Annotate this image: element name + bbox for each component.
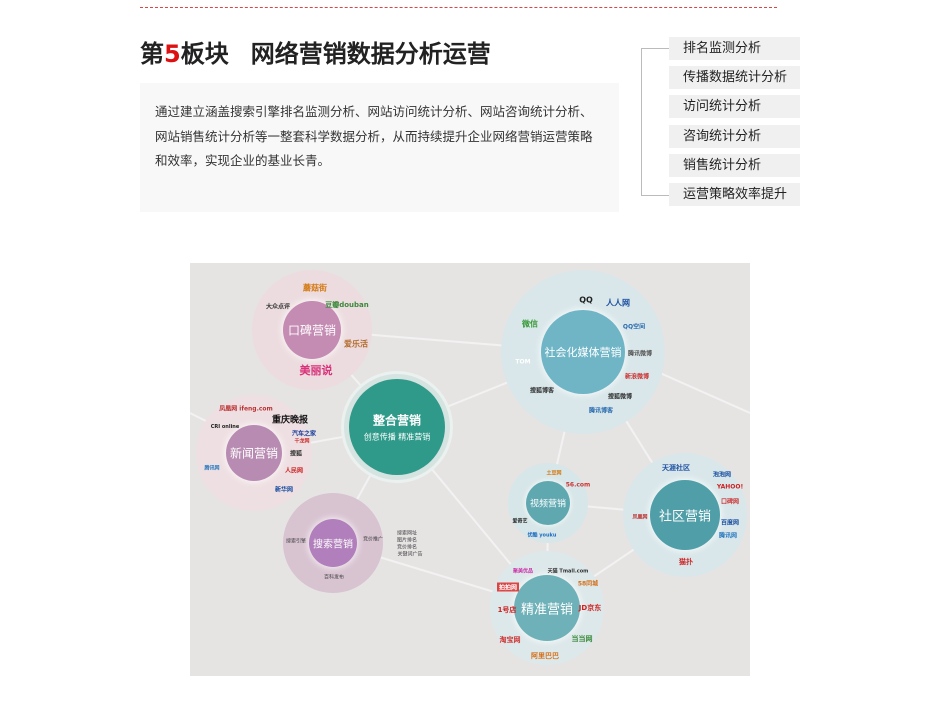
logo-sohu-blog: 搜狐博客 bbox=[529, 387, 555, 395]
logo-ifeng: 凤凰网 ifeng.com bbox=[219, 405, 273, 413]
logo-tudou: 土豆网 bbox=[546, 470, 562, 477]
logo-cqwb: 重庆晚报 bbox=[271, 415, 309, 426]
logo-xinhua: 新华网 bbox=[274, 486, 294, 494]
logo-qzone: QQ空间 bbox=[622, 323, 646, 331]
community-label: 社区营销 bbox=[658, 509, 712, 525]
precision-label: 精准营销 bbox=[520, 602, 574, 618]
logo-koubei: 口碑网 bbox=[720, 498, 740, 506]
analysis-menu: 排名监测分析 传播数据统计分析 访问统计分析 咨询统计分析 销售统计分析 运营策… bbox=[669, 37, 800, 212]
logo-tmall: 天猫 Tmall.com bbox=[547, 568, 589, 575]
logo-meilishuo: 美丽说 bbox=[299, 364, 333, 377]
logo-paipai: 拍拍网 bbox=[496, 582, 520, 592]
logo-tom: TOM bbox=[515, 358, 531, 366]
logo-mogujie: 蘑菇街 bbox=[303, 283, 327, 293]
logo-sohu-news: 搜狐 bbox=[289, 450, 303, 458]
logo-renren: 人人网 bbox=[606, 298, 630, 308]
logo-qq-blog: 腾讯博客 bbox=[588, 407, 614, 415]
menu-item-consult[interactable]: 咨询统计分析 bbox=[669, 124, 800, 148]
search-note: 百科发布 bbox=[323, 574, 345, 581]
logo-qq-community: 腾讯网 bbox=[718, 532, 738, 540]
center-label: 整合营销 bbox=[372, 413, 422, 428]
logo-qq-news: 腾讯网 bbox=[204, 465, 220, 472]
logo-dangdang: 当当网 bbox=[571, 635, 593, 643]
logo-56: 56.com bbox=[565, 481, 591, 489]
video-circle[interactable] bbox=[526, 481, 570, 525]
menu-item-spread[interactable]: 传播数据统计分析 bbox=[669, 66, 800, 90]
news-label: 新闻营销 bbox=[229, 446, 279, 461]
logo-sina-weibo: 新浪微博 bbox=[624, 373, 650, 381]
logo-paopao: 泡泡网 bbox=[712, 471, 732, 479]
logo-qq: QQ bbox=[579, 295, 593, 305]
logo-autohome: 汽车之家 bbox=[291, 430, 317, 438]
koubei-circle[interactable] bbox=[283, 301, 341, 359]
logo-cri: CRI online bbox=[210, 424, 240, 430]
video-label: 视频营销 bbox=[529, 499, 567, 510]
logo-yhd: 1号店 bbox=[497, 606, 517, 614]
logo-ailehuo: 爱乐活 bbox=[344, 339, 368, 349]
logo-tencent-weibo: 腾讯微博 bbox=[627, 350, 653, 358]
search-note: 搜索网址 bbox=[396, 530, 418, 537]
community-circle[interactable] bbox=[650, 480, 720, 550]
logo-douban: 豆瓣douban bbox=[325, 301, 369, 309]
logo-people: 人民网 bbox=[284, 467, 304, 475]
center-sublabel: 创意传播 精准营销 bbox=[363, 432, 431, 442]
logo-dianping: 大众点评 bbox=[265, 303, 291, 311]
logo-mop: 猫扑 bbox=[679, 558, 693, 566]
logo-jd: JD京东 bbox=[578, 604, 602, 612]
dashed-divider bbox=[140, 7, 777, 8]
marketing-diagram: 口碑营销 蘑菇街 豆瓣douban 大众点评 爱乐活 美丽说 新闻营销 凤凰网 … bbox=[190, 263, 750, 676]
search-note: 竞价排名 bbox=[396, 544, 418, 551]
menu-item-strategy[interactable]: 运营策略效率提升 bbox=[669, 182, 800, 206]
social-label: 社会化媒体营销 bbox=[544, 346, 622, 359]
page-title: 第5板块网络营销数据分析运营 bbox=[140, 40, 491, 68]
logo-58: 58同城 bbox=[577, 580, 599, 588]
search-circle[interactable] bbox=[309, 519, 357, 567]
center-circle[interactable] bbox=[349, 379, 445, 475]
search-note: 竞价推广 bbox=[362, 536, 384, 543]
menu-item-visit[interactable]: 访问统计分析 bbox=[669, 95, 800, 119]
logo-qianlong: 千龙网 bbox=[294, 438, 310, 445]
search-note: 搜索引擎 bbox=[285, 538, 307, 545]
logo-ifeng-community: 凤凰网 bbox=[632, 514, 648, 521]
logo-jumei: 聚美优品 bbox=[512, 568, 534, 575]
koubei-label: 口碑营销 bbox=[287, 323, 337, 338]
logo-taobao: 淘宝网 bbox=[499, 636, 521, 644]
search-note: 图片排名 bbox=[396, 537, 418, 544]
menu-item-sales[interactable]: 销售统计分析 bbox=[669, 153, 800, 177]
description-box: 通过建立涵盖搜索引擎排名监测分析、网站访问统计分析、网站咨询统计分析、网站销售统… bbox=[140, 83, 619, 212]
logo-iqiyi: 爱奇艺 bbox=[512, 518, 528, 525]
logo-yahoo: YAHOO! bbox=[716, 483, 744, 491]
menu-item-ranking[interactable]: 排名监测分析 bbox=[669, 37, 800, 60]
news-circle[interactable] bbox=[226, 425, 282, 481]
logo-baidu-community: 百度网 bbox=[720, 519, 740, 527]
logo-sohu-weibo: 搜狐微博 bbox=[607, 393, 633, 401]
precision-circle[interactable] bbox=[514, 575, 580, 641]
logo-alibaba: 阿里巴巴 bbox=[531, 652, 559, 660]
search-note: 关键词广告 bbox=[397, 551, 423, 558]
logo-youku: 优酷 youku bbox=[527, 532, 557, 539]
search-label: 搜索营销 bbox=[313, 539, 353, 551]
bracket-connector bbox=[641, 48, 669, 196]
social-circle[interactable] bbox=[541, 310, 625, 394]
logo-tianya: 天涯社区 bbox=[662, 464, 690, 472]
logo-wechat: 微信 bbox=[522, 319, 538, 329]
